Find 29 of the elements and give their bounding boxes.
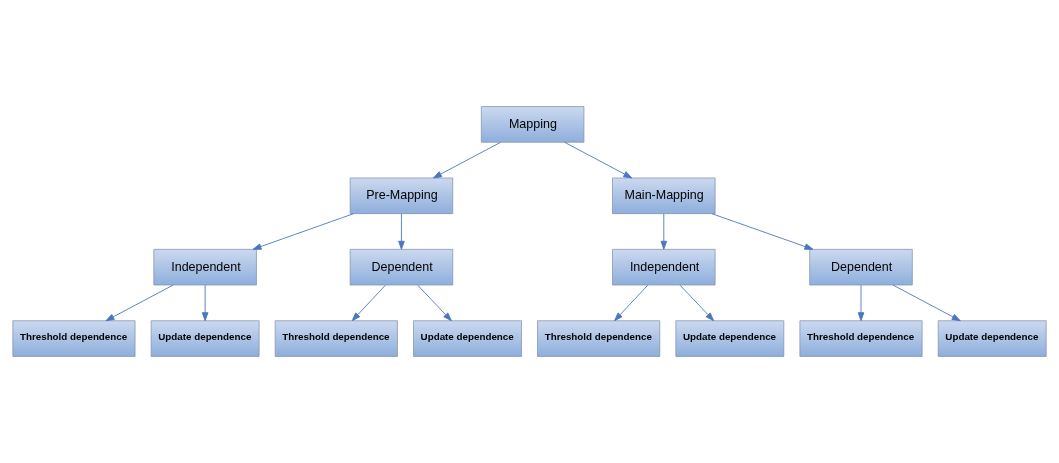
arrow: [201, 284, 209, 322]
node-box: Dependent: [349, 249, 454, 286]
node-box: Update dependence: [413, 320, 522, 357]
arrow: [433, 141, 501, 179]
node-box: Pre-Mapping: [349, 177, 454, 214]
node-box: Threshold dependence: [12, 320, 136, 357]
node-box: Threshold dependence: [274, 320, 398, 357]
node-box: Main-Mapping: [612, 177, 716, 214]
node-box: Update dependence: [675, 320, 785, 357]
arrow: [398, 213, 405, 250]
arrow: [679, 284, 715, 322]
arrow: [857, 284, 865, 322]
arrow: [892, 284, 961, 322]
node-box: Independent: [612, 249, 716, 286]
arrow: [614, 284, 649, 322]
node-box: Independent: [153, 249, 257, 286]
node-box: Mapping: [480, 106, 585, 143]
node-box: Threshold dependence: [799, 320, 923, 357]
arrow: [105, 284, 174, 322]
node-box: Update dependence: [937, 320, 1047, 357]
node-box: Update dependence: [150, 320, 260, 357]
node-box: Dependent: [809, 249, 913, 286]
arrow: [660, 213, 668, 250]
arrow: [252, 213, 354, 250]
arrow: [711, 213, 814, 250]
arrow: [417, 284, 452, 322]
arrow: [351, 284, 386, 322]
arrow: [564, 141, 633, 179]
node-box: Threshold dependence: [537, 320, 661, 357]
